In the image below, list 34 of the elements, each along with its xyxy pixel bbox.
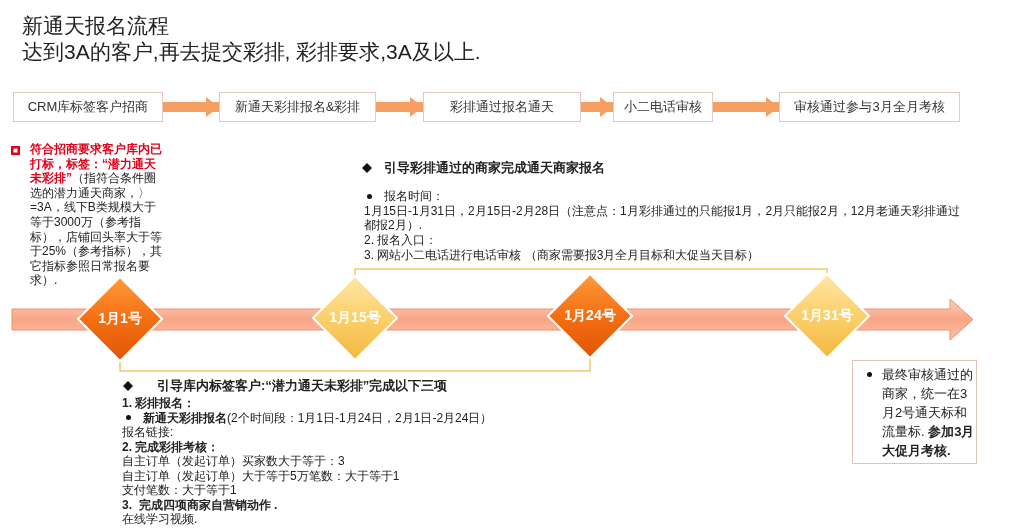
step-heading: 2. 完成彩排考核： [122, 439, 221, 454]
step-heading: 1. 彩排报名： [122, 396, 197, 411]
bracket-line [354, 268, 828, 276]
date-note: 1月15日-1月31日，2月15日-2月28日（注意点：1月彩排通过的只能报1月，2月只能报2月，12月老通天彩排通过都报2月）. [364, 203, 962, 233]
block-arrow [581, 97, 613, 117]
list-item: 报名时间： [384, 189, 445, 204]
block-arrow [376, 97, 423, 117]
date-diamond: 1月31号 [784, 273, 870, 359]
process-box: 小二电话审核 [613, 92, 713, 122]
date-diamond: 1月1号 [77, 276, 163, 362]
list-item: 3. 网站小二电话进行电话审核 （商家需要报3月全月目标和大促当天目标） [364, 247, 761, 262]
note-box [852, 360, 977, 464]
section-heading: 引导库内标签客户:“潜力通天未彩排”完成以下三项 [157, 378, 449, 394]
process-box: 审核通过参与3月全月考核 [779, 92, 960, 122]
step-heading: 3. 完成四项商家自营销动作 . [122, 497, 279, 512]
bracket-line [119, 358, 591, 372]
criteria-line: 自主订单（发起订单）大于等于5万笔数：大于等于1 [122, 468, 401, 483]
diagram-title: 新通天报名流程 [22, 13, 169, 39]
block-arrow [713, 97, 779, 117]
process-box: 新通天彩排报名&彩排 [219, 92, 376, 122]
note-text: 最终审核通过的商家，统一在3月2号通天标和流量标. 参加3月大促月考核. [882, 366, 976, 460]
criteria-line: 自主订单（发起订单）买家数大于等于：3 [122, 454, 346, 469]
criteria-line: 支付笔数：大于等于1 [122, 483, 238, 498]
list-item: 2. 报名入口： [364, 233, 439, 248]
date-diamond: 1月24号 [547, 273, 633, 359]
list-item: 新通天彩排报名(2个时间段：1月1日-1月24日，2月1日-2月24日） [143, 410, 494, 425]
date-diamond: 1月15号 [312, 275, 398, 361]
process-box: 彩排通过报名通天 [423, 92, 581, 122]
study-note: 在线学习视频. [122, 512, 199, 527]
subtitle: 达到3A的客户,再去提交彩排, 彩排要求,3A及以上. [22, 39, 482, 65]
process-box: CRM库标签客户招商 [13, 92, 163, 122]
block-arrow [163, 97, 219, 117]
section-heading: 引导彩排通过的商家完成通天商家报名 [384, 160, 606, 176]
link-label: 报名链接: [122, 425, 175, 440]
